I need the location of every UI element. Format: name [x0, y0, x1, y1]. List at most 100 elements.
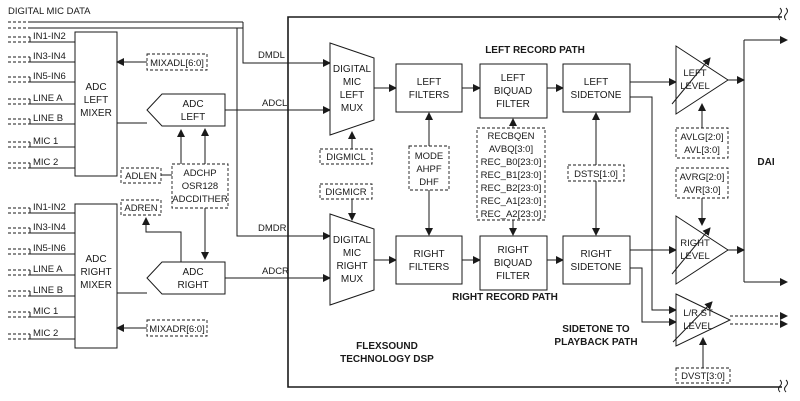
dsts-label: DSTS[1:0]: [574, 169, 618, 180]
adc-right-mixer-label: ADC: [85, 254, 106, 265]
left-filters-label: LEFT: [417, 77, 441, 88]
biquad-settings-label: REC_B1[23:0]: [481, 170, 542, 181]
adc-settings-register: [171, 163, 229, 209]
adren-label: ADREN: [124, 203, 157, 214]
left-input-label: LINE B: [33, 113, 63, 124]
right-filters: [395, 235, 463, 285]
lr-st-level-label: LEVEL: [683, 321, 713, 332]
dvst-label: DVST[3:0]: [681, 371, 725, 382]
right-level-adjust-icon: [671, 227, 711, 275]
biquad-settings-label: REC_B0[23:0]: [481, 157, 542, 168]
left-biquad-label: FILTER: [496, 99, 530, 110]
left-level-label: LEFT: [683, 68, 706, 79]
left-level-label: LEVEL: [680, 81, 710, 92]
mixadr-label: MIXADR[6:0]: [149, 324, 204, 335]
right-level-label: RIGHT: [680, 238, 710, 249]
sidetone-note: PLAYBACK PATH: [554, 337, 637, 348]
right-input-label: IN5-IN6: [33, 243, 66, 254]
left-biquad-filter: [479, 63, 548, 119]
adren-register: [120, 199, 162, 216]
right-input-label: LINE A: [33, 264, 63, 275]
left-filters: [395, 63, 463, 113]
lr-st-level-label: L/R ST: [683, 308, 713, 319]
mixadl-register: [146, 53, 208, 71]
left-mixer-inputs: [8, 36, 75, 169]
left-sidetone-to-st-level: [630, 96, 677, 314]
left-mux-label: LEFT: [340, 90, 364, 101]
break-mark-icon: [778, 7, 782, 21]
biquad-settings-label: RECBQEN: [488, 131, 535, 142]
avr-register: [675, 167, 729, 199]
adcl-label: ADCL: [262, 98, 287, 109]
avr-label: AVRG[2:0]: [680, 172, 725, 183]
digmicr-register: [319, 183, 373, 200]
adc-settings-label: OSR128: [182, 181, 218, 192]
adc-left-mixer-label: LEFT: [84, 95, 108, 106]
adc-left-label: LEFT: [181, 112, 205, 123]
lr-st-level-adjust-icon: [672, 301, 713, 343]
left-biquad-label: BIQUAD: [494, 86, 532, 97]
filter-settings-register: [408, 145, 450, 191]
digital-mic-data-label: DIGITAL MIC DATA: [8, 6, 91, 17]
digital-mic-left-mux: [329, 42, 375, 136]
right-record-path-title: RIGHT RECORD PATH: [452, 292, 558, 303]
sidetone-note: SIDETONE TO: [562, 324, 630, 335]
right-sidetone-label: SIDETONE: [571, 262, 622, 273]
break-mark-icon: [784, 7, 788, 21]
adc-right-mixer: [74, 203, 118, 349]
left-filters-label: FILTERS: [409, 90, 450, 101]
dmdl-wire: [242, 22, 331, 67]
right-biquad-label: RIGHT: [497, 245, 528, 256]
left-sidetone-label: LEFT: [584, 77, 608, 88]
adc-left-mixer: [74, 31, 118, 177]
avl-label: AVLG[2:0]: [680, 132, 723, 143]
right-mux-label: RIGHT: [336, 261, 367, 272]
right-biquad-label: FILTER: [496, 271, 530, 282]
adc-settings-label: ADCHP: [183, 168, 216, 179]
right-level-label: LEVEL: [680, 251, 710, 262]
adc-right-label: ADC: [182, 267, 203, 278]
digmicr-label: DIGMICR: [325, 187, 366, 198]
left-mux-label: DIGITAL: [333, 64, 372, 75]
digmicl-register: [319, 148, 373, 165]
adc-right-label: RIGHT: [177, 280, 208, 291]
right-level: [675, 215, 729, 285]
right-biquad-label: BIQUAD: [494, 258, 532, 269]
dmdr-wire: [236, 28, 331, 240]
break-mark-icon: [784, 379, 788, 393]
left-input-label: MIC 1: [33, 136, 58, 147]
avl-label: AVL[3:0]: [684, 145, 720, 156]
adc-settings-label: ADCDITHER: [172, 194, 228, 205]
break-mark-icon: [778, 379, 782, 393]
right-sidetone-to-st-level: [630, 267, 677, 326]
left-sidetone-label: SIDETONE: [571, 90, 622, 101]
lr-st-level: [675, 293, 732, 347]
adc-left-mixer-label: MIXER: [80, 108, 112, 119]
left-record-path-title: LEFT RECORD PATH: [485, 45, 585, 56]
right-sidetone: [562, 235, 631, 285]
right-mixer-inputs: [8, 207, 75, 340]
right-mux-label: MIC: [343, 248, 361, 259]
left-level: [675, 45, 729, 115]
right-mux-label: DIGITAL: [333, 235, 372, 246]
dmdl-label: DMDL: [258, 50, 285, 61]
dsp-name: TECHNOLOGY DSP: [340, 354, 434, 365]
right-input-label: IN3-IN4: [33, 222, 66, 233]
filter-settings-label: DHF: [419, 177, 439, 188]
right-filters-label: RIGHT: [413, 249, 444, 260]
left-input-label: LINE A: [33, 93, 63, 104]
right-input-label: MIC 1: [33, 306, 58, 317]
dsp-name: FLEXSOUND: [356, 341, 418, 352]
adc-right-mixer-label: MIXER: [80, 280, 112, 291]
biquad-settings-label: REC_A1[23:0]: [481, 196, 542, 207]
adcr-label: ADCR: [262, 266, 289, 277]
left-input-label: MIC 2: [33, 157, 58, 168]
adren-arrow: [142, 217, 182, 262]
left-input-label: IN1-IN2: [33, 31, 66, 42]
left-level-adjust-icon: [671, 57, 711, 105]
adc-left-label: ADC: [182, 99, 203, 110]
adc-left-mixer-label: ADC: [85, 82, 106, 93]
mixadr-register: [146, 319, 208, 337]
dai-label: DAI: [757, 157, 774, 168]
